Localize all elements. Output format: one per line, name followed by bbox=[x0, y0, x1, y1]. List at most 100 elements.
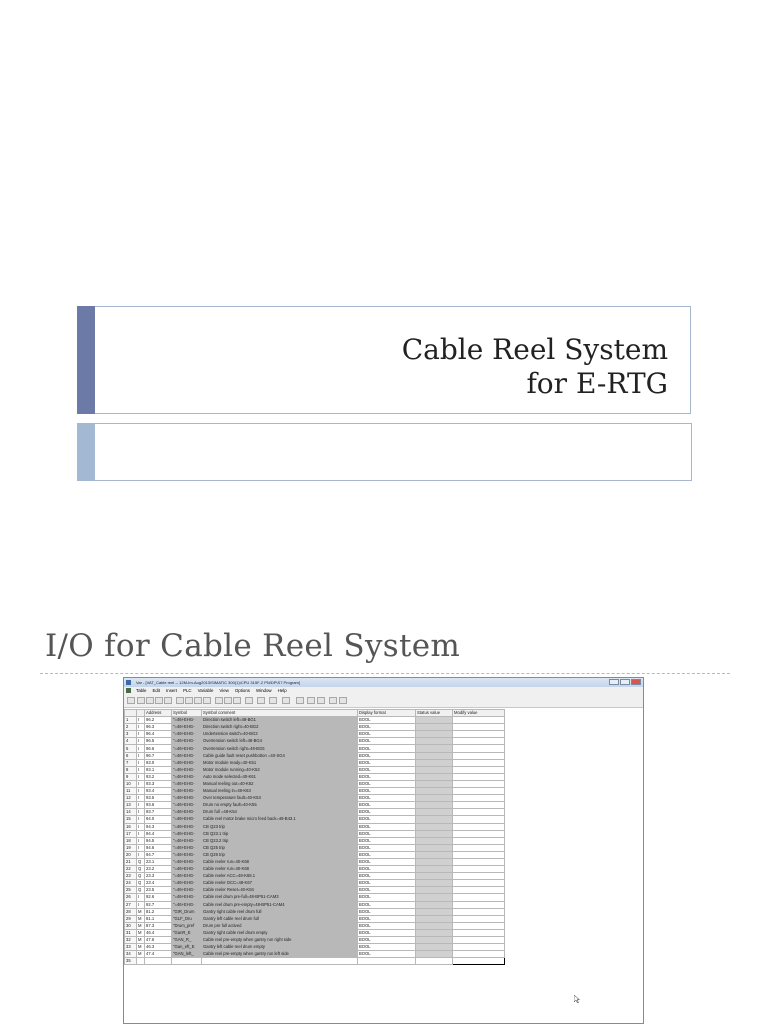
table-cell[interactable]: 47.4 bbox=[144, 950, 172, 959]
menu-item-options[interactable]: Options bbox=[234, 688, 250, 693]
table-cell[interactable]: I bbox=[136, 900, 145, 909]
table-cell[interactable] bbox=[415, 787, 453, 796]
table-cell[interactable] bbox=[452, 943, 505, 952]
table-cell[interactable]: BOOL bbox=[357, 886, 416, 895]
table-cell[interactable]: 16 bbox=[124, 822, 137, 831]
table-cell[interactable] bbox=[415, 865, 453, 874]
table-cell[interactable]: 93.0 bbox=[144, 758, 172, 767]
table-cell[interactable]: Motor module ready=40-K51 bbox=[201, 758, 358, 767]
table-cell[interactable] bbox=[452, 879, 505, 888]
table-cell[interactable]: 14 bbox=[124, 808, 137, 817]
table-cell[interactable]: Q bbox=[136, 886, 145, 895]
table-cell[interactable]: 22 bbox=[124, 865, 137, 874]
table-cell[interactable]: 28 bbox=[124, 907, 137, 916]
table-cell[interactable]: "=46+EHG- bbox=[171, 779, 202, 789]
table-cell[interactable]: I bbox=[136, 801, 145, 810]
table-cell[interactable] bbox=[452, 758, 505, 767]
table-cell[interactable]: BOOL bbox=[357, 779, 416, 789]
menu-item-help[interactable]: Help bbox=[277, 688, 287, 693]
table-cell[interactable]: 3 bbox=[124, 730, 137, 739]
table-cell[interactable]: 93.7 bbox=[144, 808, 172, 817]
toolbar-button-icon[interactable] bbox=[329, 697, 337, 704]
table-cell[interactable]: 13 bbox=[124, 801, 137, 810]
table-cell[interactable]: 23 bbox=[124, 872, 137, 881]
table-cell[interactable]: I bbox=[136, 716, 145, 725]
table-cell[interactable] bbox=[415, 886, 453, 895]
table-cell[interactable]: Cable reeler run=40-K68 bbox=[201, 857, 358, 867]
table-cell[interactable] bbox=[415, 822, 453, 831]
table-cell[interactable]: "=46+EHG- bbox=[171, 737, 202, 746]
table-cell[interactable]: 93.2 bbox=[144, 772, 172, 781]
table-cell[interactable] bbox=[415, 914, 453, 923]
table-cell[interactable]: I bbox=[136, 893, 145, 902]
table-cell[interactable]: "=46+EHG- bbox=[171, 730, 202, 739]
table-cell[interactable] bbox=[452, 857, 505, 867]
table-cell[interactable]: Cable reel drum pre-full=48-BP51-CAM3 bbox=[201, 893, 358, 902]
table-cell[interactable] bbox=[415, 957, 453, 966]
table-cell[interactable]: BOOL bbox=[357, 900, 416, 909]
table-cell[interactable]: "=46+EHG- bbox=[171, 900, 202, 909]
table-cell[interactable]: CB Q23.2 trip bbox=[201, 836, 358, 845]
table-cell[interactable]: 26 bbox=[124, 893, 137, 902]
table-cell[interactable]: 23.2 bbox=[144, 865, 172, 874]
close-icon[interactable] bbox=[631, 679, 641, 685]
table-cell[interactable]: 46.4 bbox=[144, 928, 172, 938]
table-cell[interactable] bbox=[415, 716, 453, 725]
table-cell[interactable]: I bbox=[136, 822, 145, 831]
table-cell[interactable] bbox=[452, 914, 505, 923]
table-cell[interactable]: 35 bbox=[124, 957, 137, 966]
toolbar-button-icon[interactable] bbox=[339, 697, 347, 704]
table-cell[interactable]: I bbox=[136, 758, 145, 767]
table-cell[interactable]: I bbox=[136, 723, 145, 732]
table-cell[interactable]: Cable reel pre-empty when gantry run rig… bbox=[201, 935, 358, 945]
table-cell[interactable] bbox=[415, 857, 453, 867]
toolbar-button-icon[interactable] bbox=[282, 697, 290, 704]
table-cell[interactable]: M bbox=[136, 950, 145, 959]
table-cell[interactable]: BOOL bbox=[357, 723, 416, 732]
table-cell[interactable]: 24 bbox=[124, 879, 137, 888]
table-cell[interactable]: I bbox=[136, 815, 145, 824]
table-cell[interactable] bbox=[415, 935, 453, 945]
table-cell[interactable]: 93.4 bbox=[144, 787, 172, 796]
toolbar-button-icon[interactable] bbox=[146, 697, 154, 704]
table-cell[interactable] bbox=[452, 822, 505, 831]
table-cell[interactable] bbox=[415, 744, 453, 753]
toolbar-button-icon[interactable] bbox=[176, 697, 184, 704]
table-cell[interactable] bbox=[452, 957, 505, 966]
table-cell[interactable] bbox=[452, 779, 505, 789]
toolbar-button-icon[interactable] bbox=[164, 697, 172, 704]
toolbar-button-icon[interactable] bbox=[317, 697, 325, 704]
table-cell[interactable] bbox=[452, 850, 505, 859]
table-cell[interactable]: BOOL bbox=[357, 808, 416, 817]
table-cell[interactable]: Drum pre full actived bbox=[201, 921, 358, 930]
table-cell[interactable]: I bbox=[136, 744, 145, 753]
table-cell[interactable]: Over temperature fault=40-K53 bbox=[201, 794, 358, 803]
table-cell[interactable] bbox=[452, 921, 505, 930]
table-cell[interactable]: 96.2 bbox=[144, 716, 172, 725]
table-cell[interactable]: BOOL bbox=[357, 794, 416, 803]
toolbar-button-icon[interactable] bbox=[269, 697, 277, 704]
table-cell[interactable]: 5 bbox=[124, 744, 137, 753]
table-cell[interactable] bbox=[144, 957, 172, 966]
table-cell[interactable]: Q bbox=[136, 879, 145, 888]
table-cell[interactable]: Cable reeler DCC=48-K67 bbox=[201, 879, 358, 888]
table-cell[interactable]: BOOL bbox=[357, 935, 416, 945]
table-cell[interactable]: "=46+EHG- bbox=[171, 765, 202, 774]
table-cell[interactable]: 2 bbox=[124, 723, 137, 732]
table-cell[interactable]: CB Q26 trip bbox=[201, 850, 358, 859]
toolbar-button-icon[interactable] bbox=[127, 697, 135, 704]
table-cell[interactable]: M bbox=[136, 928, 145, 938]
table-cell[interactable]: 23.5 bbox=[144, 886, 172, 895]
table-cell[interactable]: Drum no empty fault=40-K55 bbox=[201, 801, 358, 810]
